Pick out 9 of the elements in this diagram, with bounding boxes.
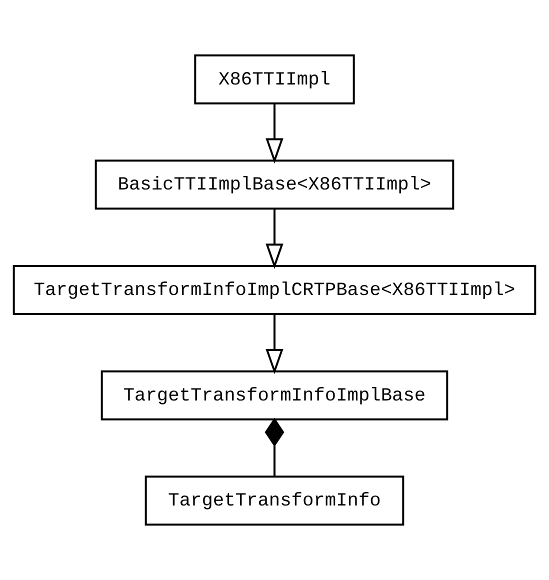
node-box: TargetTransformInfo: [144, 476, 404, 526]
node-box: TargetTransformInfoImplCRTPBase<X86TTIImpl>: [12, 265, 536, 315]
node-box: X86TTIImpl: [194, 54, 355, 104]
node-box: TargetTransformInfoImplBase: [100, 370, 448, 420]
arrow: [266, 208, 284, 269]
connector: [264, 418, 284, 477]
arrow: [266, 103, 284, 164]
node-box: BasicTTIImplBase<X86TTIImpl>: [94, 160, 454, 210]
arrow: [266, 314, 284, 374]
